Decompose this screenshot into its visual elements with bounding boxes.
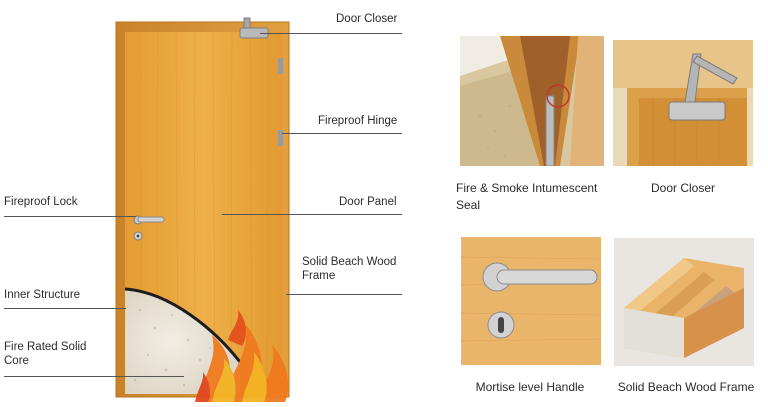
callout-fireproof-hinge: Fireproof Hinge (318, 115, 398, 127)
callout-door-panel: Door Panel (339, 196, 397, 208)
caption-intumescent-seal-l2: Seal (456, 198, 481, 212)
leader-fireproof-hinge (282, 133, 402, 134)
callout-solid-beach-wood-frame-l2: Frame (302, 270, 336, 282)
callout-fire-rated-core-l2: Core (4, 355, 29, 367)
door-handle (137, 216, 165, 223)
leader-fireproof-lock (4, 216, 136, 217)
door-illustration (100, 10, 315, 402)
hinge-mid (278, 130, 283, 146)
door-drawing (115, 17, 290, 402)
caption-door-closer: Door Closer (650, 181, 716, 195)
leader-inner-structure (4, 308, 126, 309)
flames (195, 310, 289, 402)
caption-mortise-handle: Mortise level Handle (475, 380, 585, 394)
callout-fireproof-lock: Fireproof Lock (4, 196, 78, 208)
leader-door-panel (222, 214, 402, 215)
callout-fire-rated-core-l1: Fire Rated Solid (4, 341, 87, 353)
leader-door-closer (260, 33, 402, 34)
photo-mortise-handle (461, 237, 601, 365)
callout-solid-beach-wood-frame-l1: Solid Beach Wood (302, 256, 397, 268)
caption-intumescent-seal-l1: Fire & Smoke Intumescent (456, 181, 598, 195)
photo-door-closer (613, 40, 753, 166)
photo-intumescent-seal (460, 36, 604, 166)
caption-beach-wood-frame: Solid Beach Wood Frame (617, 380, 755, 394)
leader-fire-rated-core (4, 376, 184, 377)
hinge-top (278, 58, 283, 74)
callout-door-closer: Door Closer (336, 13, 398, 25)
photo-beach-wood-frame (614, 238, 754, 366)
callout-inner-structure: Inner Structure (4, 289, 81, 301)
leader-solid-beach-wood-frame (286, 294, 402, 295)
